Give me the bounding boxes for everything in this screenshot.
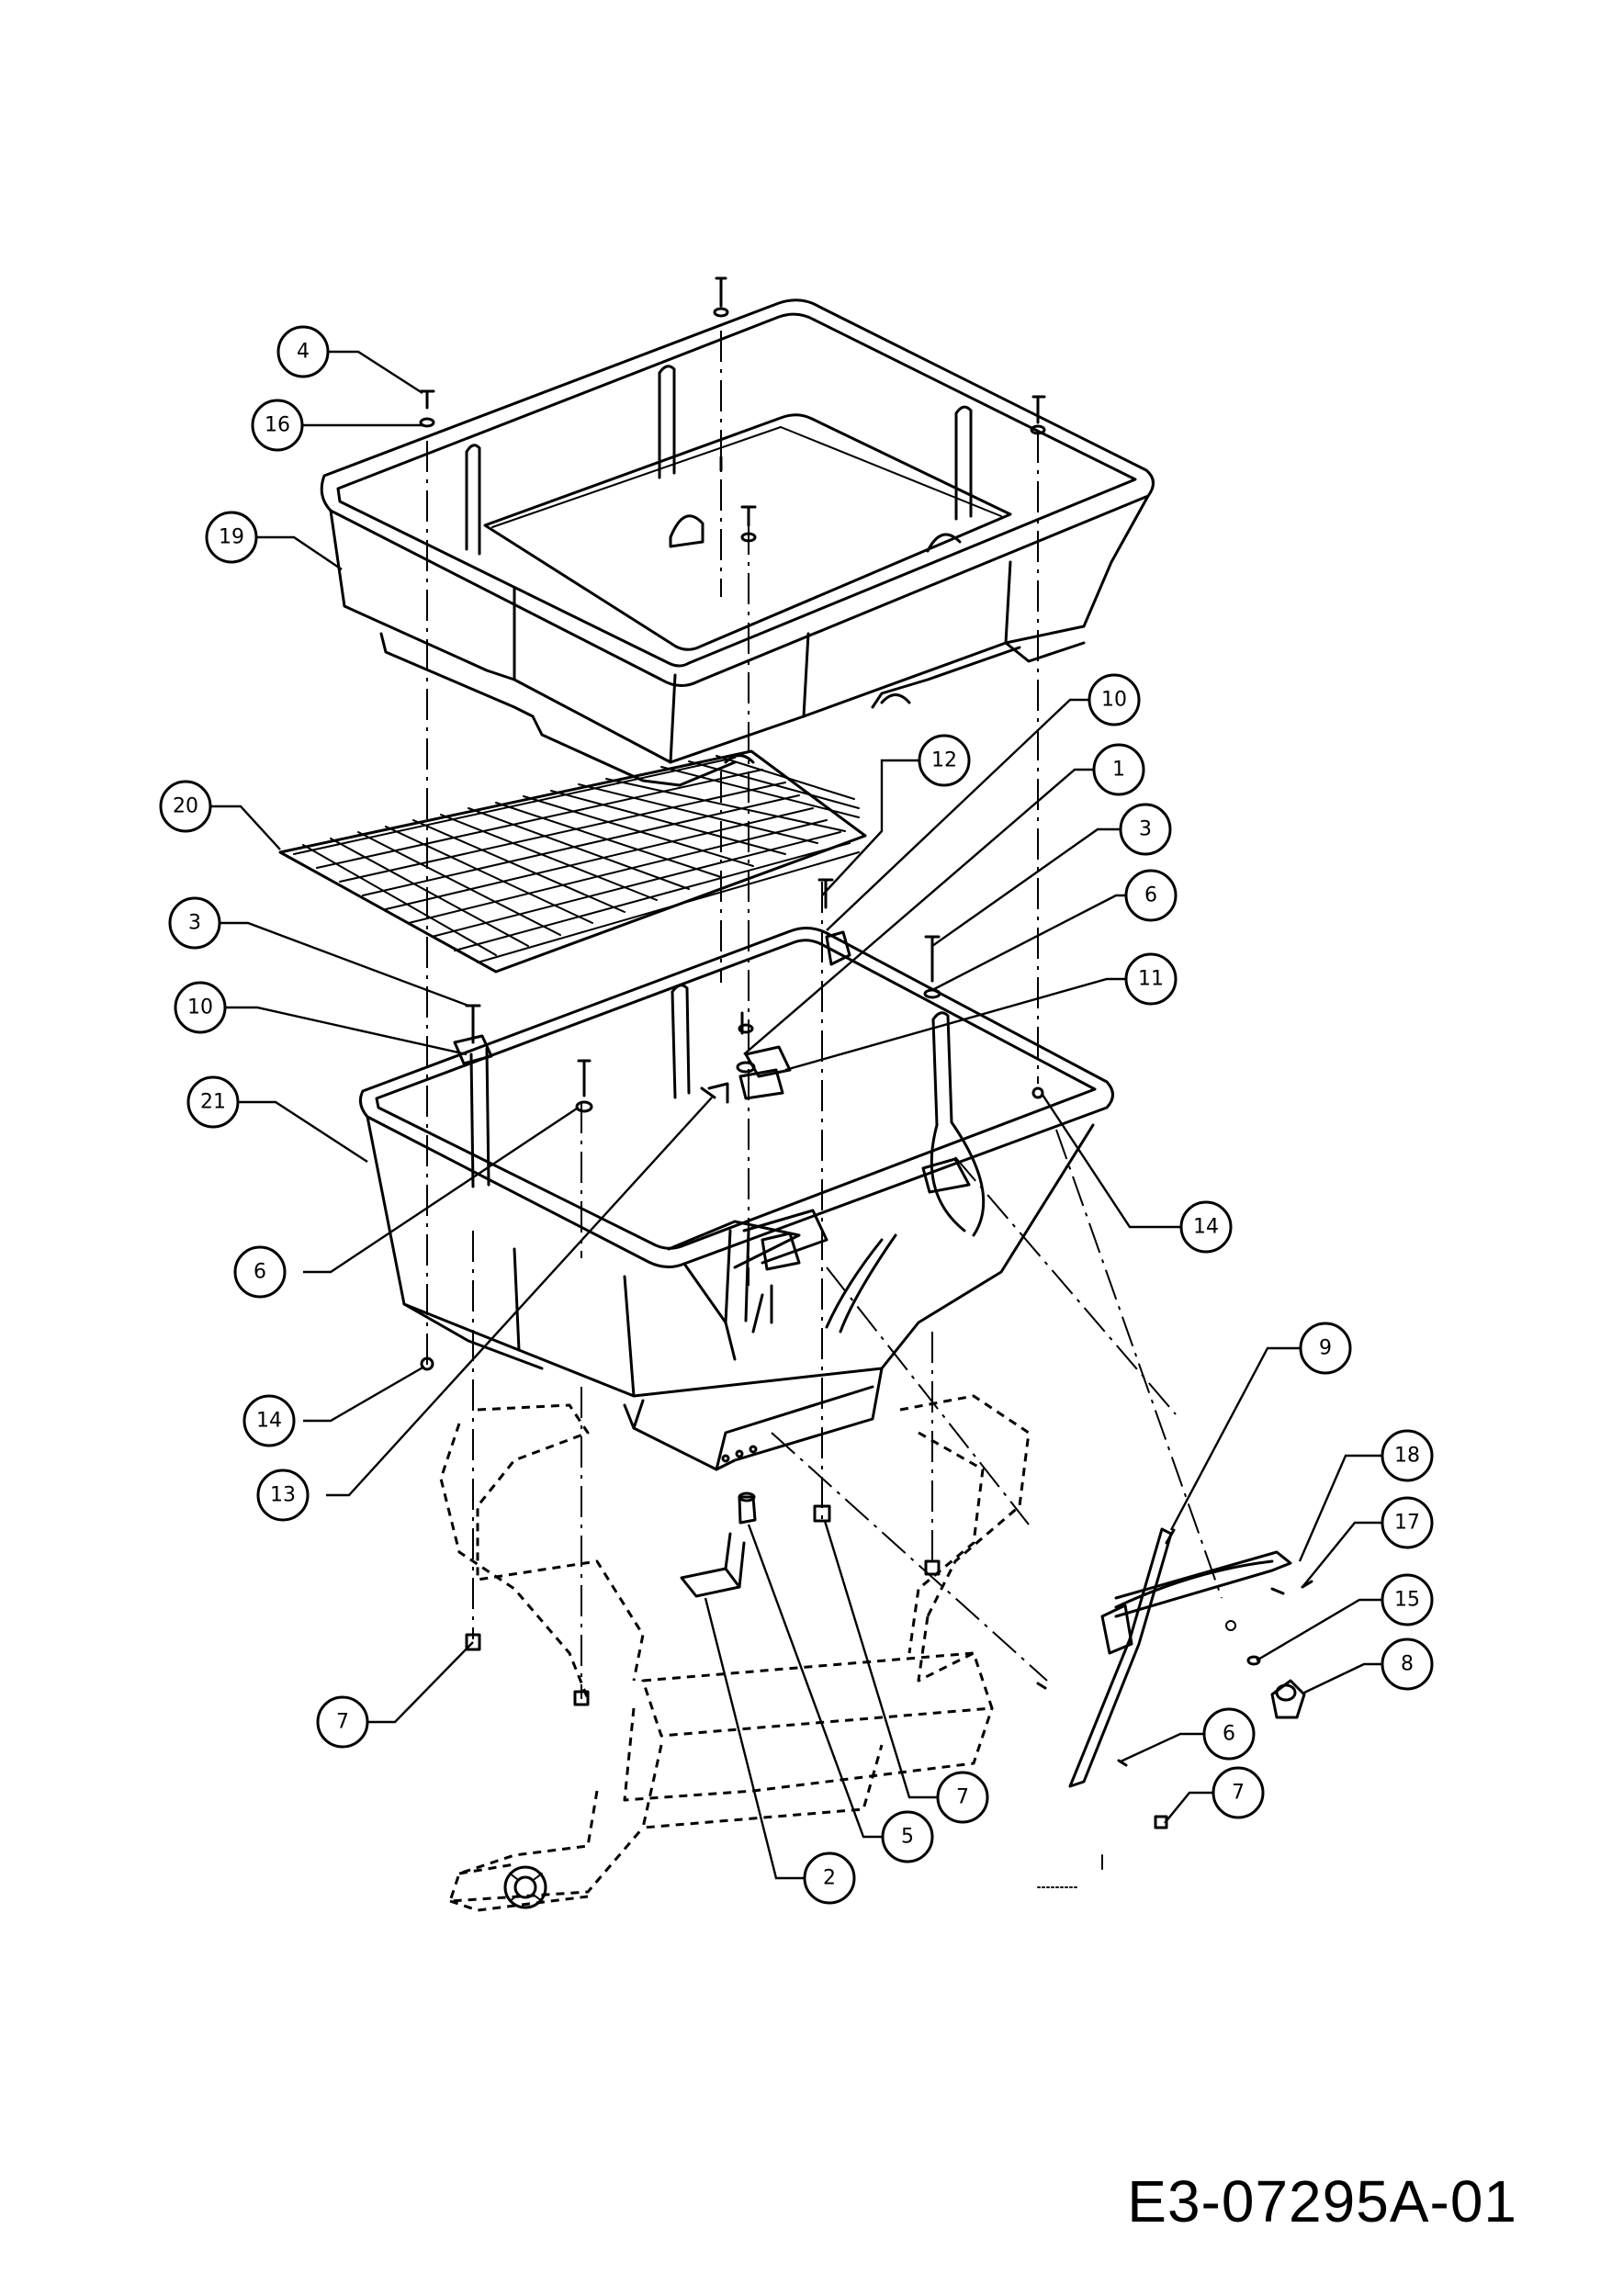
callout-11: 11 (1124, 952, 1178, 1006)
svg-text:11: 11 (1138, 968, 1164, 991)
callout-8: 8 (1381, 1638, 1434, 1691)
callout-10: 10 (1088, 673, 1141, 726)
callout-20: 20 (159, 780, 212, 833)
wheel-hub (503, 1865, 547, 1909)
callout-6: 6 (1124, 869, 1178, 922)
svg-text:2: 2 (823, 1867, 836, 1890)
drawing-code: E3-07295A-01 (1127, 2168, 1517, 2234)
callout-13: 13 (256, 1469, 310, 1522)
callout-14: 14 (1179, 1200, 1233, 1254)
leader-lines (211, 350, 1382, 1880)
svg-text:13: 13 (270, 1484, 296, 1507)
svg-text:5: 5 (901, 1826, 914, 1849)
callout-17: 17 (1381, 1496, 1434, 1549)
small-plates (453, 930, 851, 1104)
svg-text:6: 6 (254, 1261, 266, 1284)
upper-fasteners (419, 276, 1046, 543)
svg-text:17: 17 (1394, 1512, 1420, 1535)
svg-text:14: 14 (256, 1410, 282, 1433)
hopper-fasteners (420, 878, 1044, 1371)
callout-9: 9 (1299, 1322, 1352, 1375)
callout-19: 19 (205, 511, 258, 564)
callout-16: 16 (251, 399, 304, 452)
reference-mark (1037, 1854, 1103, 1888)
svg-text:16: 16 (265, 414, 290, 437)
callout-7: 7 (1212, 1766, 1265, 1819)
callout-7: 7 (936, 1771, 989, 1824)
callout-10: 10 (174, 981, 227, 1034)
svg-text:14: 14 (1193, 1216, 1219, 1239)
callout-3: 3 (1119, 803, 1172, 856)
svg-text:15: 15 (1394, 1589, 1420, 1612)
callout-7: 7 (316, 1695, 369, 1749)
svg-text:3: 3 (1139, 818, 1152, 841)
callout-18: 18 (1381, 1429, 1434, 1482)
upper-tray (320, 298, 1155, 787)
svg-text:1: 1 (1112, 759, 1125, 782)
callout-14: 14 (242, 1394, 296, 1447)
svg-text:20: 20 (173, 795, 198, 818)
svg-text:12: 12 (931, 749, 957, 772)
hopper (358, 927, 1114, 1471)
callout-6: 6 (1202, 1707, 1256, 1761)
svg-text:7: 7 (956, 1786, 969, 1809)
mesh-grate (278, 749, 867, 974)
svg-text:7: 7 (336, 1711, 349, 1734)
svg-text:8: 8 (1401, 1653, 1414, 1676)
callout-6: 6 (233, 1245, 287, 1299)
lever-assembly (1036, 1527, 1313, 1829)
callout-4: 4 (276, 325, 330, 378)
callout-21: 21 (186, 1075, 240, 1129)
svg-text:4: 4 (297, 341, 310, 364)
svg-text:10: 10 (187, 996, 213, 1019)
assembly-centerlines (426, 331, 1223, 1699)
callout-15: 15 (1381, 1573, 1434, 1626)
svg-text:21: 21 (200, 1091, 226, 1114)
callout-3: 3 (168, 896, 221, 950)
callout-bubbles: 4 16 19 20 12 10 1 3 6 11 3 10 21 14 6 1… (159, 325, 1434, 1905)
svg-text:7: 7 (1232, 1782, 1245, 1805)
svg-text:6: 6 (1223, 1723, 1235, 1746)
svg-text:10: 10 (1101, 689, 1127, 712)
svg-text:6: 6 (1144, 884, 1157, 907)
svg-text:19: 19 (219, 526, 244, 549)
callout-2: 2 (803, 1851, 856, 1905)
lower-parts (465, 1491, 941, 1706)
svg-text:18: 18 (1394, 1445, 1420, 1468)
svg-text:3: 3 (188, 912, 201, 935)
svg-text:9: 9 (1319, 1337, 1332, 1360)
callout-1: 1 (1092, 743, 1145, 796)
callout-12: 12 (918, 734, 971, 787)
callout-5: 5 (881, 1810, 934, 1863)
hidden-frame (439, 1394, 1031, 1912)
